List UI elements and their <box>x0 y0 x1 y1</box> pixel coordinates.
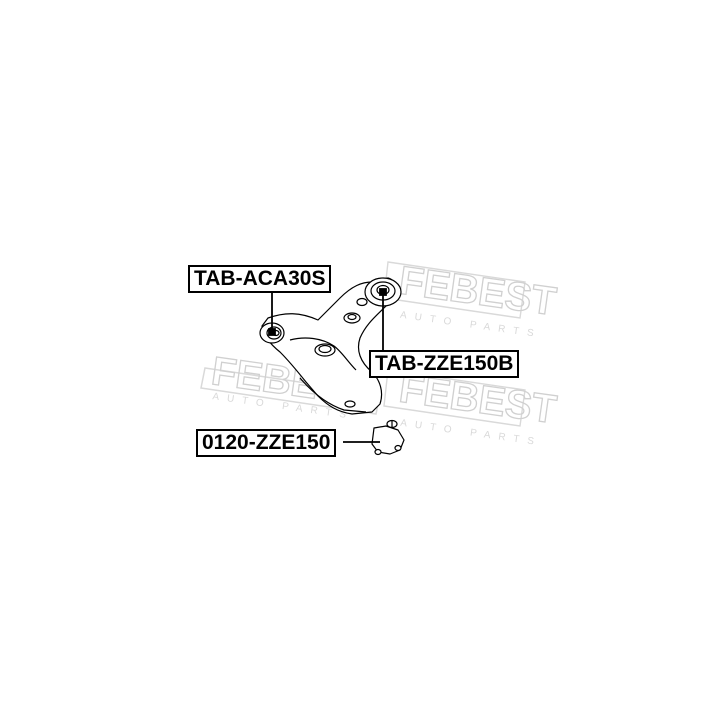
watermark-right-bottom: FEBEST AUTO PARTS <box>383 366 560 448</box>
watermark-right-top: FEBEST AUTO PARTS <box>383 258 559 340</box>
leader-dot-rear-bushing <box>268 328 276 336</box>
front-mount-boss-inner <box>347 313 357 321</box>
part-label-front-bushing: TAB-ZZE150B <box>369 350 520 378</box>
arm-inner-edge <box>289 337 357 371</box>
lower-hole <box>344 400 356 408</box>
leader-lines <box>268 288 387 443</box>
arm-lower-flange <box>299 377 367 413</box>
front-mount-boss-2 <box>356 297 368 307</box>
ball-joint <box>371 419 405 456</box>
leader-dot-front-bushing <box>379 288 387 296</box>
part-label-ball-joint: 0120-ZZE150 <box>196 429 337 457</box>
center-hole-inner <box>318 344 332 354</box>
part-label-rear-bushing: TAB-ACA30S <box>188 265 332 293</box>
